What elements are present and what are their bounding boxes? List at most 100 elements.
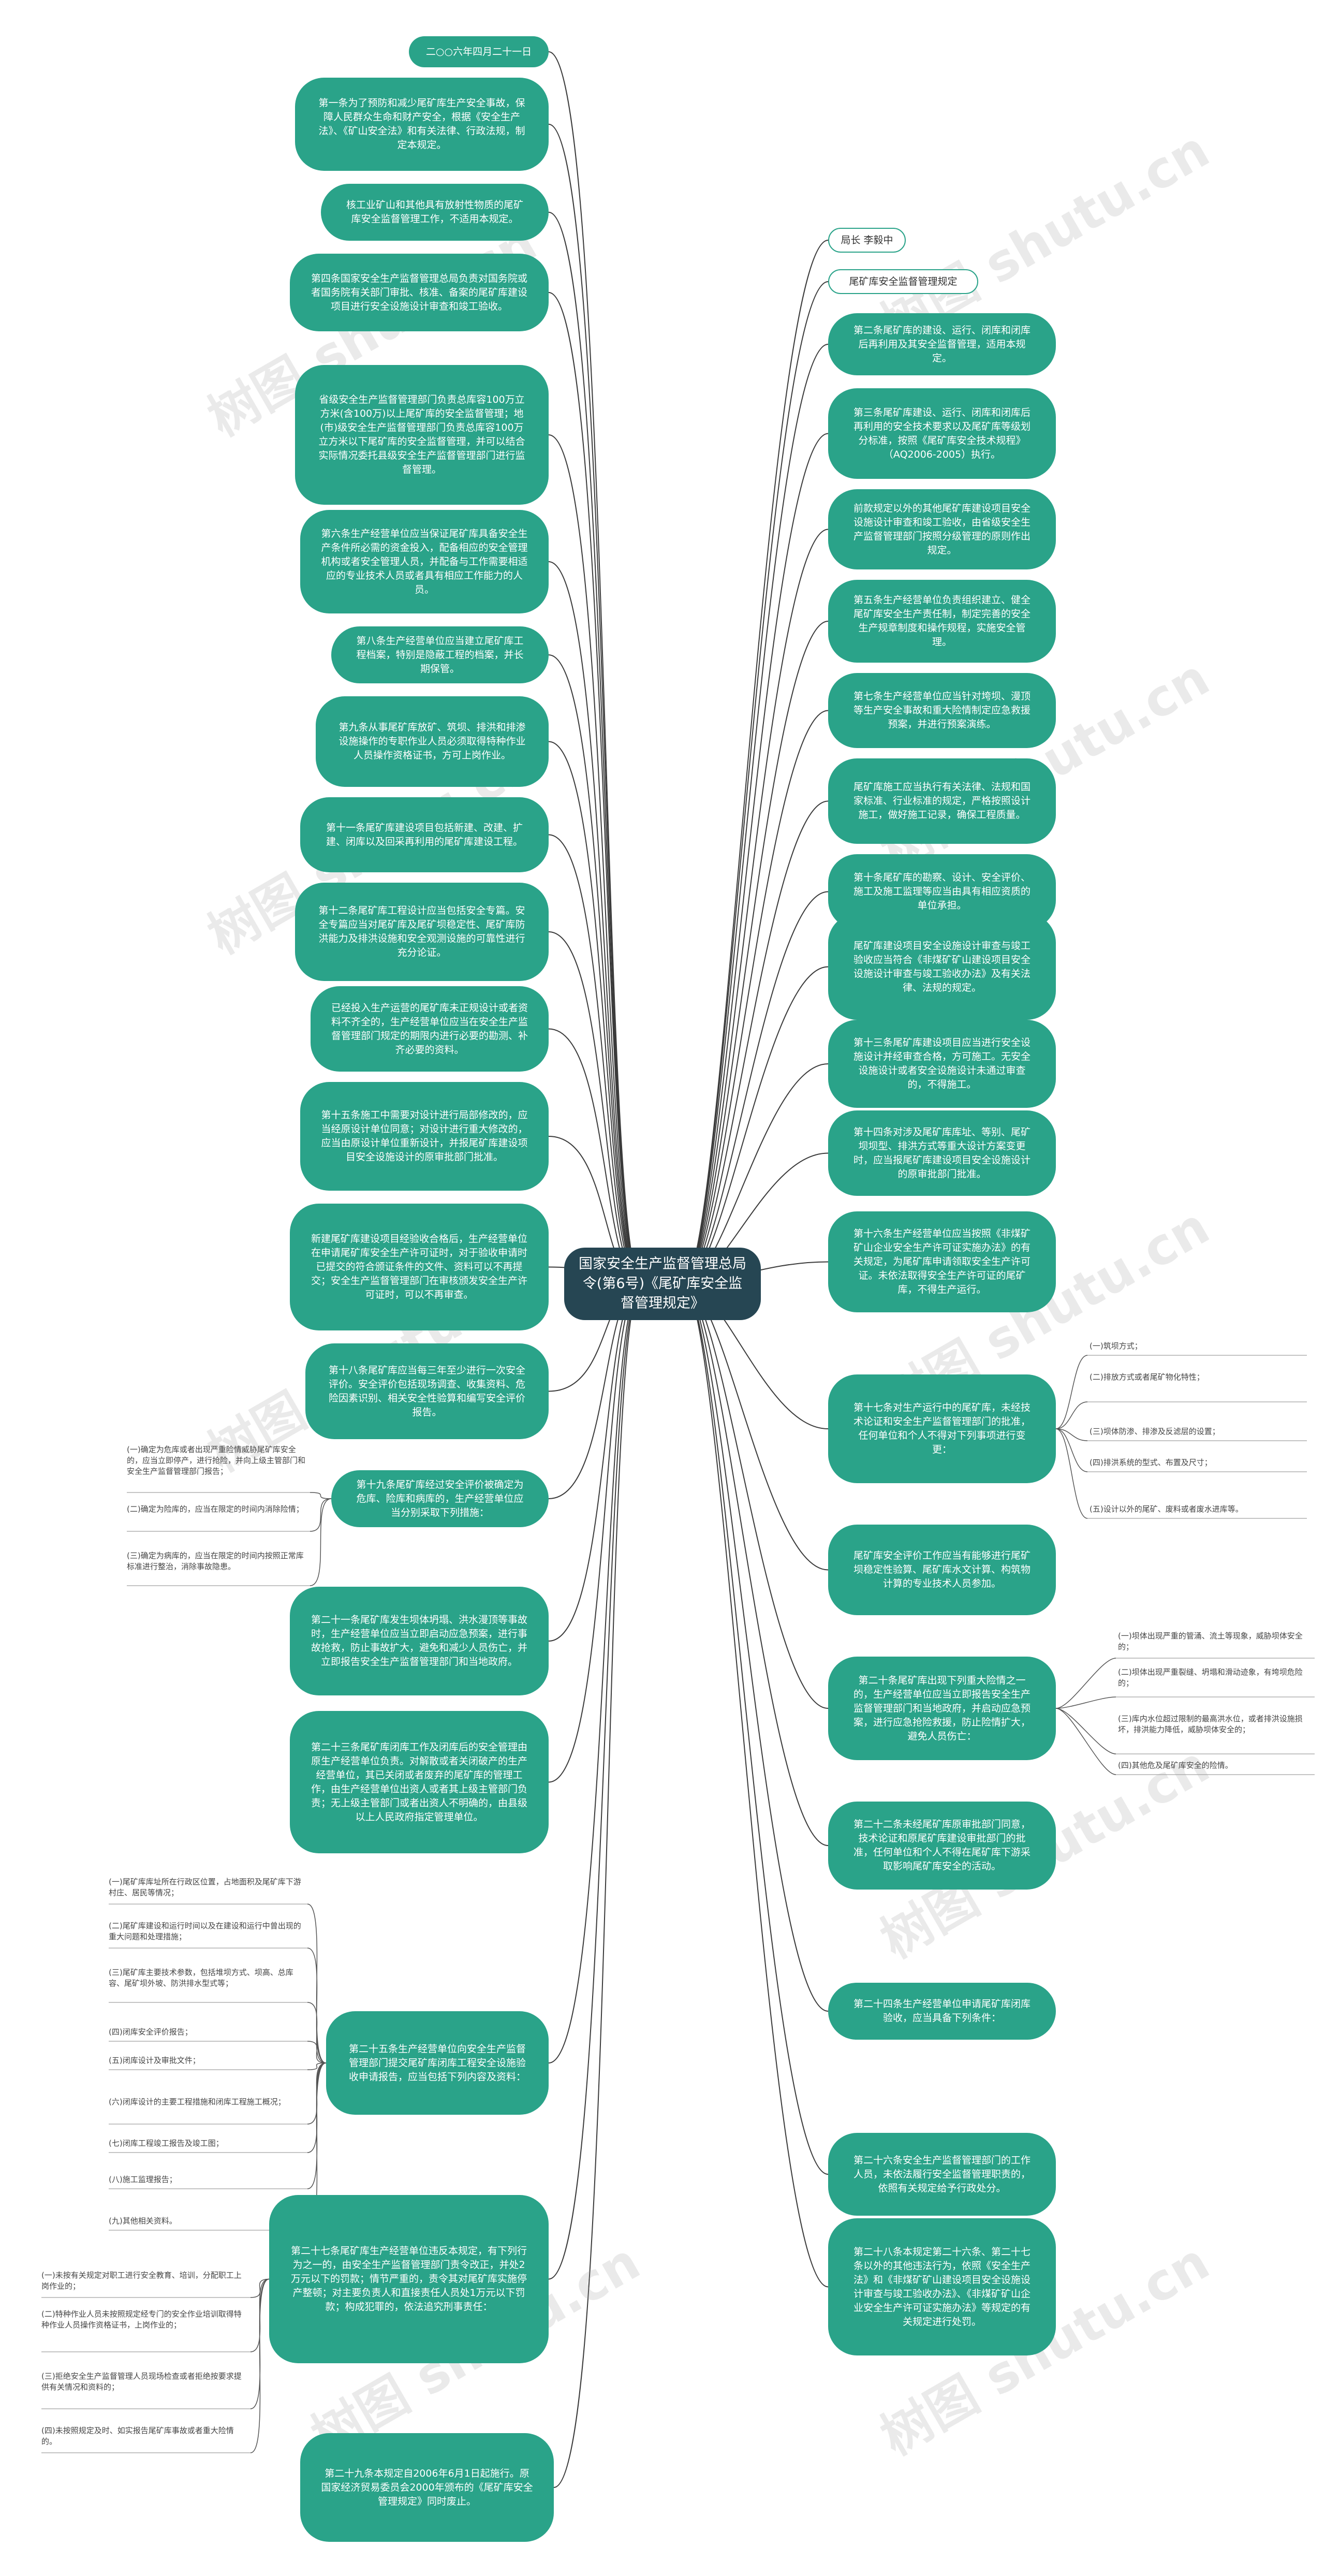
right-topic-text: 局长 李毅中 (841, 235, 893, 246)
left-topic-text: 第二十三条尾矿库闭库工作及闭库后的安全管理由原生产经营单位负责。对解散或者关闭破… (311, 1741, 527, 1823)
left-topic-node[interactable]: 第二十五条生产经营单位向安全生产监督管理部门提交尾矿库闭库工程安全设施验收申请报… (326, 2011, 549, 2115)
connector-line (1055, 1428, 1088, 1519)
left-leaf-item: (三)尾矿库主要技术参数，包括堆坝方式、坝高、总库容、尾矿坝外坡、防洪排水型式等… (109, 1968, 293, 1988)
right-topic-node[interactable]: 第二十条尾矿库出现下列重大险情之一的，生产经营单位应当立即报告安全生产监督管理部… (828, 1657, 1056, 1760)
right-topic-node[interactable]: 第十七条对生产运行中的尾矿库，未经技术论证和安全生产监督管理部门的批准，任何单位… (828, 1374, 1056, 1483)
connector-line (683, 281, 829, 1284)
right-topic-text: 第二十条尾矿库出现下列重大险情之一的，生产经营单位应当立即报告安全生产监督管理部… (853, 1674, 1030, 1742)
left-leaf-item: (四)闭库安全评价报告； (109, 2027, 193, 2037)
right-topic-text: 尾矿库安全评价工作应当有能够进行尾矿坝稳定性验算、尾矿库水文计算、构筑物计算的专… (853, 1550, 1030, 1589)
left-topic-node[interactable]: 第十二条尾矿库工程设计应当包括安全专篇。安全专篇应当对尾矿库及尾矿坝稳定性、尾矿… (295, 883, 549, 981)
connector-line (310, 1498, 332, 1532)
left-leaf-item: (二)确定为险库的，应当在限定的时间内消除险情； (127, 1504, 304, 1514)
left-leaf-item: (三)确定为病库的，应当在限定的时间内按照正常库标准进行整治，消除事故隐患。 (127, 1551, 304, 1571)
right-topic-node[interactable]: 局长 李毅中 (828, 228, 906, 253)
right-topic-node[interactable]: 尾矿库施工应当执行有关法律、法规和国家标准、行业标准的规定，严格按照设计施工，做… (828, 758, 1056, 844)
connector-line (683, 1283, 829, 2288)
right-topic-text: 尾矿库施工应当执行有关法律、法规和国家标准、行业标准的规定，严格按照设计施工，做… (853, 781, 1030, 821)
left-topic-node[interactable]: 第十五条施工中需要对设计进行局部修改的，应当经原设计单位同意；对设计进行重大修改… (300, 1082, 549, 1191)
connector-line (310, 1492, 332, 1499)
connector-line (683, 1283, 829, 1571)
connector-line (250, 2278, 270, 2298)
left-topic-text: 第八条生产经营单位应当建立尾矿库工程档案，特别是隐蔽工程的档案，并长期保管。 (356, 635, 524, 675)
right-topic-node[interactable]: 第二十八条本规定第二十六条、第二十七条以外的其他违法行为，依照《安全生产法》和《… (828, 2218, 1056, 2355)
left-topic-text: 已经投入生产运营的尾矿库未正规设计或者资料不齐全的，生产经营单位应当在安全生产监… (331, 1002, 528, 1056)
left-topic-node[interactable]: 第九条从事尾矿库放矿、筑坝、排洪和排渗设施操作的专职作业人员必须取得特种作业人员… (316, 696, 549, 787)
connector-line (683, 433, 829, 1284)
left-leaf-item: (九)其他相关资料。 (109, 2216, 177, 2226)
left-topic-node[interactable]: 核工业矿山和其他具有放射性物质的尾矿库安全监督管理工作，不适用本规定。 (321, 184, 549, 241)
left-leaf-item: (一)未按有关规定对职工进行安全教育、培训，分配职工上岗作业的； (41, 2271, 242, 2291)
left-topic-node[interactable]: 新建尾矿库建设项目经验收合格后，生产经营单位在申请尾矿库安全生产许可证时，对于验… (290, 1204, 549, 1330)
connector-line (683, 1283, 829, 2175)
right-topic-node[interactable]: 第三条尾矿库建设、运行、闭库和闭库后再利用的安全技术要求以及尾矿库等级划分标准，… (828, 388, 1056, 479)
left-topic-node[interactable]: 第十八条尾矿库应当每三年至少进行一次安全评价。安全评价包括现场调查、收集资料、危… (305, 1343, 549, 1439)
right-topic-text: 第二十八条本规定第二十六条、第二十七条以外的其他违法行为，依照《安全生产法》和《… (853, 2246, 1030, 2328)
connector-line (548, 1283, 642, 1642)
left-topic-node[interactable]: 已经投入生产运营的尾矿库未正规设计或者资料不齐全的，生产经营单位应当在安全生产监… (311, 986, 549, 1072)
left-leaf-item: (一)尾矿库库址所在行政区位置，占地面积及尾矿库下游村庄、居民等情况； (109, 1877, 301, 1897)
right-topic-node[interactable]: 第十三条尾矿库建设项目应当进行安全设施设计并经审查合格，方可施工。无安全设施设计… (828, 1020, 1056, 1108)
left-topic-node[interactable]: 第四条国家安全生产监督管理总局负责对国务院或者国务院有关部门审批、核准、备案的尾… (290, 254, 549, 331)
right-leaf-item: (一)筑坝方式； (1090, 1341, 1142, 1351)
right-topic-node[interactable]: 第十六条生产经营单位应当按照《非煤矿矿山企业安全生产许可证实施办法》的有关规定，… (828, 1211, 1056, 1312)
right-leaf-item: (二)坝体出现严重裂缝、坍塌和滑动迹象，有垮坝危险的； (1118, 1667, 1303, 1688)
connector-line (548, 434, 642, 1284)
left-topic-node[interactable]: 第八条生产经营单位应当建立尾矿库工程档案，特别是隐蔽工程的档案，并长期保管。 (331, 626, 549, 683)
left-leaf-item: (一)确定为危库或者出现严重险情威胁尾矿库安全的，应当立即停产，进行抢险，并向上… (127, 1445, 306, 1476)
left-topic-text: 第十一条尾矿库建设项目包括新建、改建、扩建、闭库以及回采再利用的尾矿库建设工程。 (326, 822, 523, 847)
right-topic-node[interactable]: 第二十六条安全生产监督管理部门的工作人员，未依法履行安全监督管理职责的，依照有关… (828, 2133, 1056, 2216)
left-topic-node[interactable]: 第六条生产经营单位应当保证尾矿库具备安全生产条件所必需的资金投入，配备相应的安全… (300, 510, 549, 613)
left-topic-node[interactable]: 二○○六年四月二十一日 (409, 36, 549, 67)
right-topic-text: 第十六条生产经营单位应当按照《非煤矿矿山企业安全生产许可证实施办法》的有关规定，… (853, 1228, 1030, 1295)
left-topic-text: 第十五条施工中需要对设计进行局部修改的，应当经原设计单位同意；对设计进行重大修改… (321, 1109, 528, 1163)
right-leaf-item: (三)坝体防渗、排渗及反滤层的设置； (1090, 1427, 1220, 1436)
left-topic-node[interactable]: 第十一条尾矿库建设项目包括新建、改建、扩建、闭库以及回采再利用的尾矿库建设工程。 (300, 797, 549, 872)
left-topic-node[interactable]: 第十九条尾矿库经过安全评价被确定为危库、险库和病库的，生产经营单位应当分别采取下… (331, 1470, 549, 1527)
left-topic-node[interactable]: 第二十三条尾矿库闭库工作及闭库后的安全管理由原生产经营单位负责。对解散或者关闭破… (290, 1711, 549, 1853)
left-topic-node[interactable]: 第二十一条尾矿库发生坝体坍塌、洪水漫顶等事故时，生产经营单位应当立即启动应急预案… (290, 1587, 549, 1695)
connector-line (548, 1283, 642, 2063)
right-topic-text: 第十七条对生产运行中的尾矿库，未经技术论证和安全生产监督管理部门的批准，任何单位… (853, 1402, 1030, 1455)
left-leaf-item: (二)特种作业人员未按照规定经专门的安全作业培训取得特种作业人员操作资格证书，上… (41, 2309, 242, 2330)
connector-line (548, 741, 642, 1284)
connector-line (683, 344, 829, 1284)
right-topic-node[interactable]: 第二十二条未经尾矿库原审批部门同意，技术论证和原尾矿库建设审批部门的批准，任何单… (828, 1802, 1056, 1890)
left-leaf-item: (八)施工监理报告； (109, 2175, 177, 2184)
connector-line (1055, 1401, 1088, 1429)
right-topic-text: 第十四条对涉及尾矿库库址、等别、尾矿坝坝型、排洪方式等重大设计方案变更时，应当报… (853, 1126, 1030, 1180)
right-leaf-item: (二)排放方式或者尾矿物化特性； (1090, 1372, 1204, 1382)
connector-line (548, 124, 642, 1284)
connector-line (548, 654, 642, 1284)
connector-line (548, 212, 642, 1284)
right-topic-node[interactable]: 尾矿库安全评价工作应当有能够进行尾矿坝稳定性验算、尾矿库水文计算、构筑物计算的专… (828, 1525, 1056, 1615)
connector-line (307, 2002, 327, 2063)
right-topic-node[interactable]: 第二十四条生产经营单位申请尾矿库闭库验收，应当具备下列条件： (828, 1983, 1056, 2040)
right-topic-text: 第二十四条生产经营单位申请尾矿库闭库验收，应当具备下列条件： (853, 1998, 1030, 2024)
right-topic-text: 第十三条尾矿库建设项目应当进行安全设施设计并经审查合格，方可施工。无安全设施设计… (853, 1037, 1030, 1090)
left-topic-text: 第二十七条尾矿库生产经营单位违反本规定，有下列行为之一的，由安全生产监督管理部门… (290, 2245, 527, 2312)
right-topic-node[interactable]: 前款规定以外的其他尾矿库建设项目安全设施设计审查和竣工验收，由省级安全生产监督管… (828, 489, 1056, 569)
connector-line (307, 1948, 327, 2063)
left-topic-node[interactable]: 第二十九条本规定自2006年6月1日起施行。原国家经济贸易委员会2000年颁布的… (300, 2433, 554, 2542)
left-topic-node[interactable]: 第一条为了预防和减少尾矿库生产安全事故，保障人民群众生命和财产安全，根据《安全生… (295, 78, 549, 171)
left-topic-text: 新建尾矿库建设项目经验收合格后，生产经营单位在申请尾矿库安全生产许可证时，对于验… (311, 1233, 527, 1300)
root-node[interactable]: 国家安全生产监督管理总局令(第6号)《尾矿库安全监督管理规定》 (564, 1248, 761, 1320)
right-topic-node[interactable]: 尾矿库建设项目安全设施设计审查与竣工验收应当符合《非煤矿矿山建设项目安全设施设计… (828, 914, 1056, 1020)
connector-line (1055, 1708, 1116, 1775)
right-topic-node[interactable]: 第二条尾矿库的建设、运行、闭库和闭库后再利用及其安全监督管理，适用本规定。 (828, 313, 1056, 375)
connector-line (683, 529, 829, 1284)
left-topic-node[interactable]: 省级安全生产监督管理部门负责总库容100万立方米(含100万)以上尾矿库的安全监… (295, 365, 549, 505)
left-topic-node[interactable]: 第二十七条尾矿库生产经营单位违反本规定，有下列行为之一的，由安全生产监督管理部门… (269, 2195, 549, 2363)
connector-line (1055, 1708, 1116, 1754)
right-topic-node[interactable]: 尾矿库安全监督管理规定 (828, 269, 978, 294)
right-topic-node[interactable]: 第七条生产经营单位应当针对垮坝、漫顶等生产安全事故和重大险情制定应急救援预案，并… (828, 673, 1056, 748)
left-topic-text: 第一条为了预防和减少尾矿库生产安全事故，保障人民群众生命和财产安全，根据《安全生… (318, 97, 525, 151)
left-leaf-item: (五)闭库设计及审批文件； (109, 2056, 200, 2065)
right-topic-node[interactable]: 第五条生产经营单位负责组织建立、健全尾矿库安全生产责任制，制定完善的安全生产规章… (828, 580, 1056, 663)
connector-line (1055, 1428, 1088, 1441)
right-topic-text: 第五条生产经营单位负责组织建立、健全尾矿库安全生产责任制，制定完善的安全生产规章… (853, 594, 1030, 648)
left-topic-text: 第四条国家安全生产监督管理总局负责对国务院或者国务院有关部门审批、核准、备案的尾… (311, 272, 527, 312)
connector-line (1055, 1696, 1116, 1709)
right-topic-node[interactable]: 第十四条对涉及尾矿库库址、等别、尾矿坝坝型、排洪方式等重大设计方案变更时，应当报… (828, 1110, 1056, 1196)
